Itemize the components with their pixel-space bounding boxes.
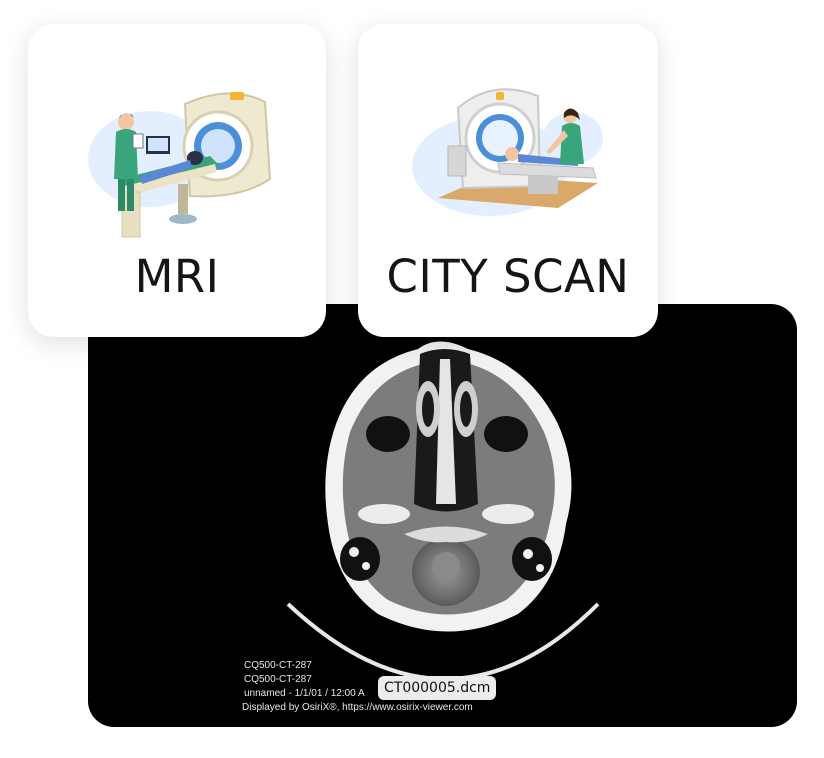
ct-scanner-icon — [412, 88, 603, 216]
ct-scan-label: CITY SCAN — [386, 250, 630, 303]
mri-label: MRI — [134, 250, 220, 303]
dicom-viewer[interactable]: CQ500-CT-287 CQ500-CT-287 unnamed - 1/1/… — [88, 304, 797, 727]
mri-card[interactable]: MRI — [28, 24, 326, 337]
overlay-date: unnamed - 1/1/01 / 12:00 A — [244, 688, 365, 699]
ct-scan-card[interactable]: CITY SCAN — [358, 24, 658, 337]
overlay-patient-id: CQ500-CT-287 — [244, 660, 312, 671]
overlay-study-id: CQ500-CT-287 — [244, 674, 312, 685]
mri-scanner-icon — [88, 92, 272, 238]
ct-brain-slice-image — [286, 341, 600, 681]
overlay-attribution: Displayed by OsiriX®, https://www.osirix… — [242, 702, 473, 713]
filename-badge: CT000005.dcm — [378, 676, 497, 700]
